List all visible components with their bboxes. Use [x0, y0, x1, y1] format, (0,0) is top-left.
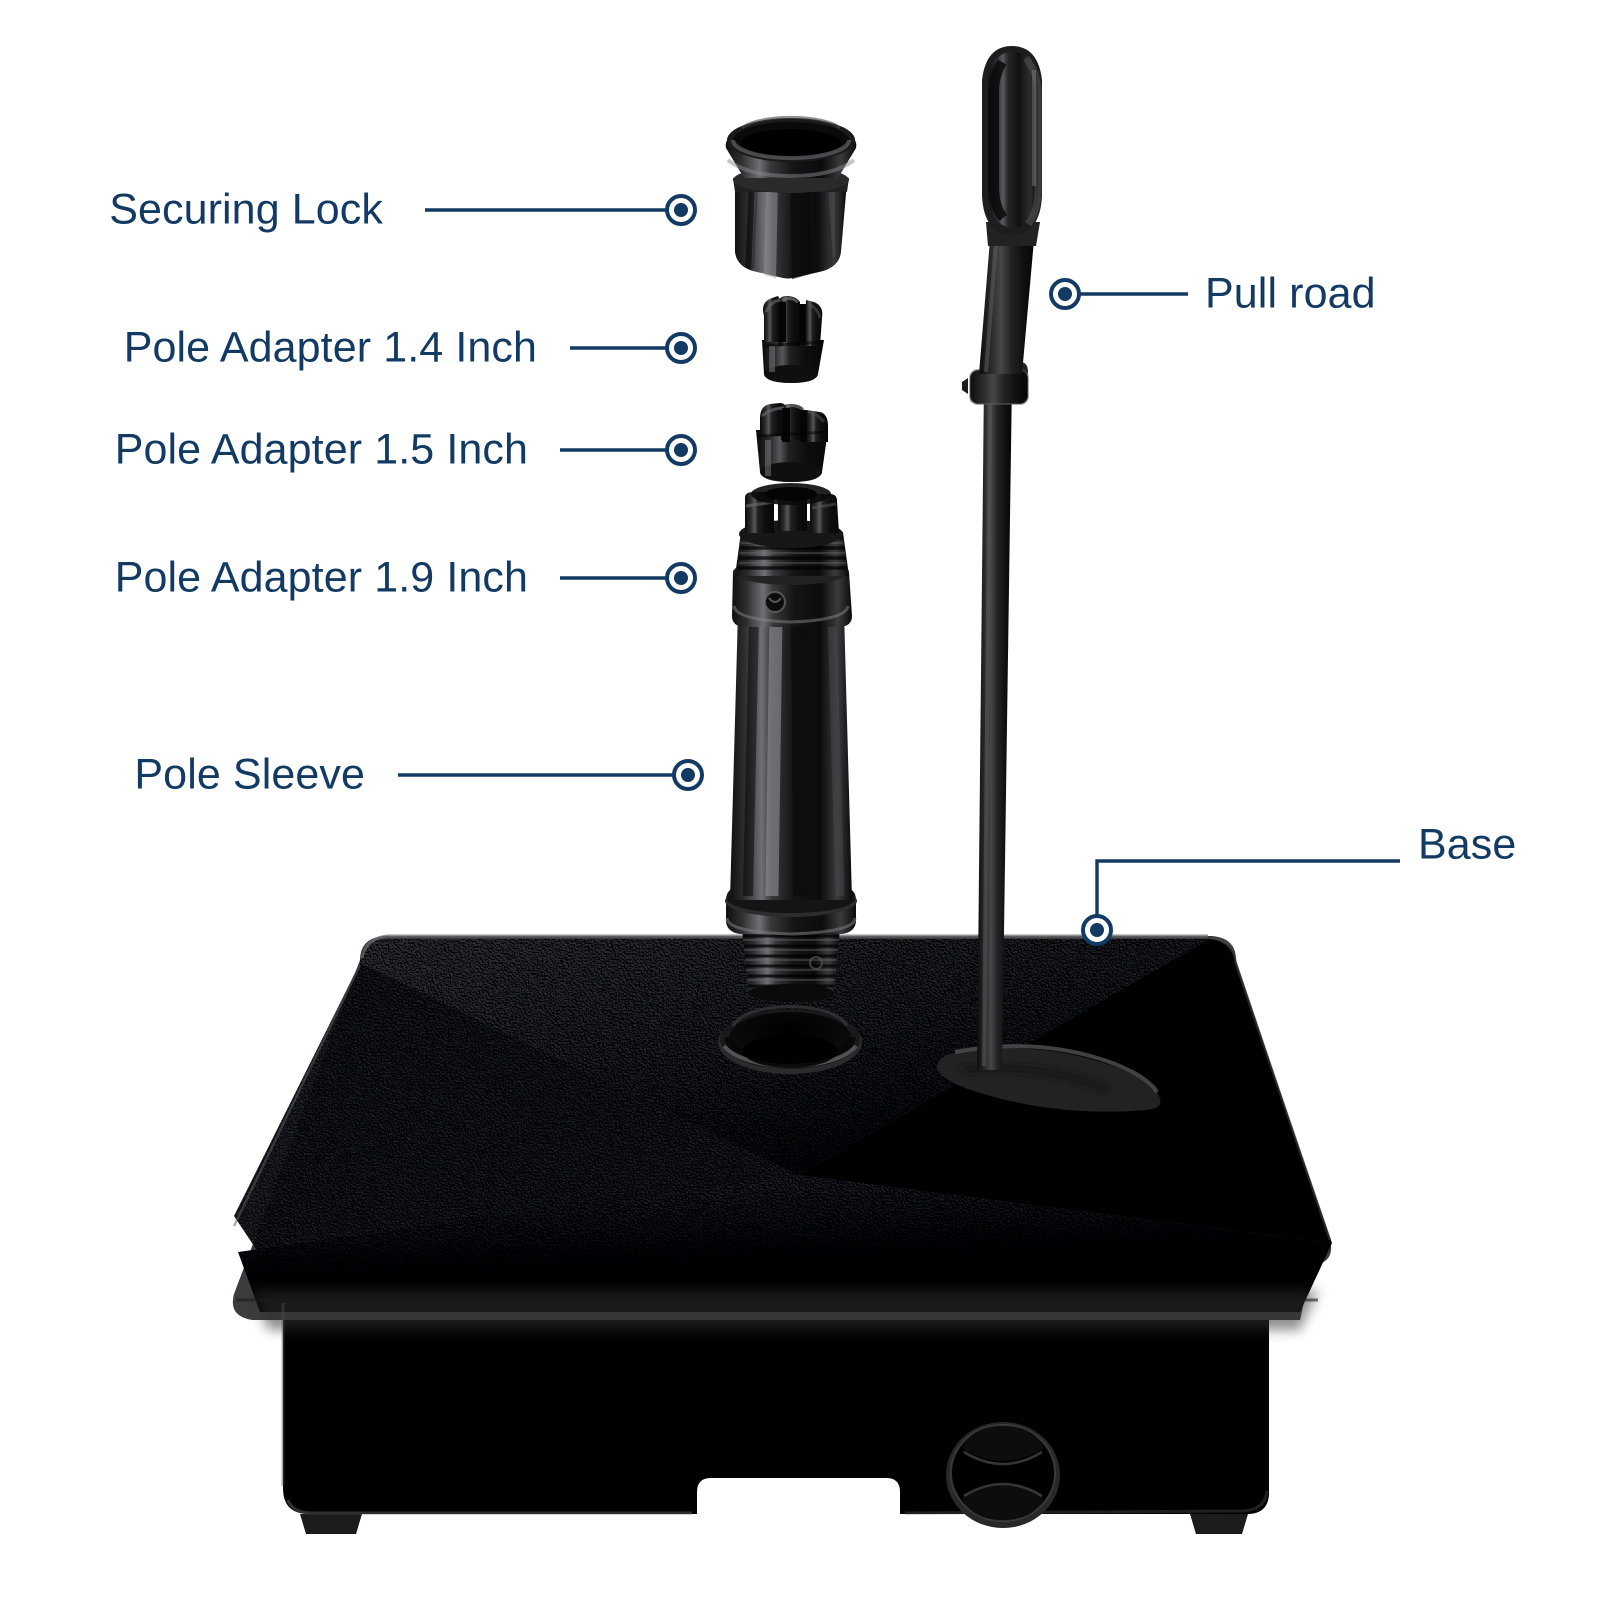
marker-pole-sleeve[interactable]	[672, 759, 704, 791]
pole-adapter-15-part	[756, 403, 828, 482]
marker-securing-lock[interactable]	[665, 194, 697, 226]
callout-label-pole-adapter-14: Pole Adapter 1.4 Inch	[123, 323, 537, 372]
marker-pole-adapter-14[interactable]	[665, 332, 697, 364]
pole-adapter-14-part	[762, 296, 824, 383]
callout-label-securing-lock: Securing Lock	[109, 185, 383, 234]
marker-pole-adapter-19[interactable]	[665, 562, 697, 594]
callout-label-pole-sleeve: Pole Sleeve	[134, 750, 365, 799]
pull-rod-handle	[982, 46, 1042, 236]
callout-markers	[665, 194, 1113, 946]
pull-rod-part	[962, 46, 1042, 1070]
pole-sleeve-part	[725, 483, 857, 1002]
marker-base[interactable]	[1081, 914, 1113, 946]
callout-label-pole-adapter-15: Pole Adapter 1.5 Inch	[114, 425, 528, 474]
callout-label-pole-adapter-19: Pole Adapter 1.9 Inch	[114, 553, 528, 602]
base-part	[232, 934, 1332, 1534]
marker-pole-adapter-15[interactable]	[665, 434, 697, 466]
callout-label-pull-road: Pull road	[1205, 269, 1376, 318]
marker-pull-road[interactable]	[1049, 278, 1081, 310]
pole-sleeve-threads	[742, 928, 840, 1002]
pole-adapter-19-part	[739, 483, 843, 548]
callout-label-base: Base	[1418, 820, 1517, 869]
securing-lock-part	[725, 115, 857, 281]
base-cap-part	[946, 1422, 1060, 1528]
leader-line-base	[1095, 859, 1400, 918]
base-socket-part	[718, 1004, 862, 1074]
